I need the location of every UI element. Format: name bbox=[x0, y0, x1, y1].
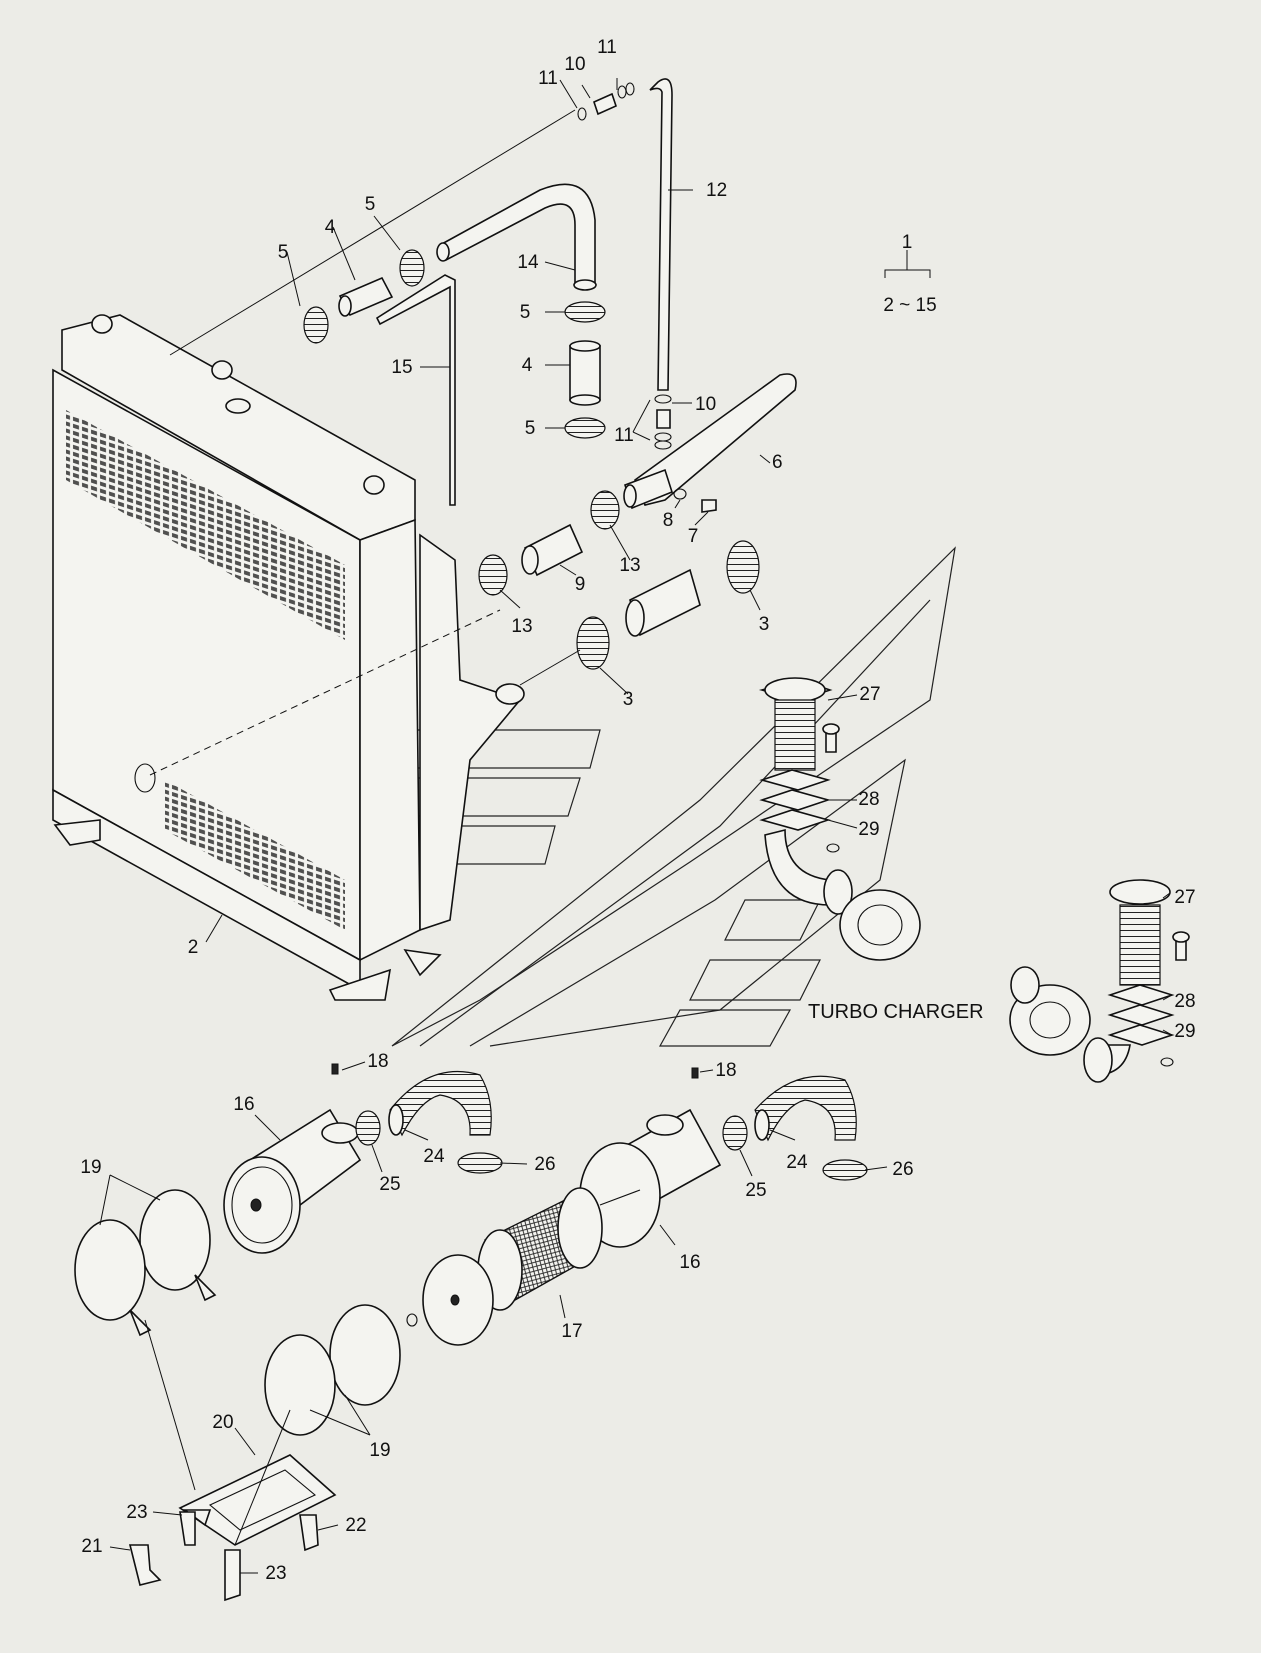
callout-18-a: 18 bbox=[367, 1051, 388, 1072]
callout-6: 6 bbox=[772, 452, 783, 473]
callout-23-a: 23 bbox=[126, 1502, 147, 1523]
callout-7: 7 bbox=[688, 526, 699, 547]
callout-5-d: 5 bbox=[525, 418, 536, 439]
assembly-range: 2 ~ 15 bbox=[883, 295, 936, 316]
callout-26-b: 26 bbox=[892, 1159, 913, 1180]
radiator-assembly bbox=[52, 314, 525, 1001]
callout-29-a: 29 bbox=[858, 819, 879, 840]
callout-16-b: 16 bbox=[679, 1252, 700, 1273]
callout-29-b: 29 bbox=[1174, 1021, 1195, 1042]
callout-10-top: 10 bbox=[564, 54, 585, 75]
callout-15: 15 bbox=[391, 357, 412, 378]
callout-8: 8 bbox=[663, 510, 674, 531]
callout-10-mid: 10 bbox=[695, 394, 716, 415]
callout-19-a: 19 bbox=[80, 1157, 101, 1178]
callout-14: 14 bbox=[517, 252, 539, 273]
callout-3-b: 3 bbox=[623, 689, 634, 710]
callout-20: 20 bbox=[212, 1412, 233, 1433]
callout-3-a: 3 bbox=[759, 614, 770, 635]
callout-11-mid: 11 bbox=[614, 425, 634, 446]
lower-hose-group bbox=[478, 373, 797, 686]
callout-23-b: 23 bbox=[265, 1563, 286, 1584]
callout-21: 21 bbox=[81, 1536, 102, 1557]
upper-hose-group bbox=[169, 109, 606, 439]
callout-19-b: 19 bbox=[369, 1440, 390, 1461]
callout-11-top: 11 bbox=[597, 37, 617, 58]
air-cleaner-left bbox=[74, 1063, 503, 1337]
callout-5-b: 5 bbox=[278, 242, 289, 263]
callout-13-a: 13 bbox=[619, 555, 640, 576]
callout-27-b: 27 bbox=[1174, 887, 1195, 908]
mounting-bracket bbox=[128, 1319, 337, 1602]
callout-5-c: 5 bbox=[520, 302, 531, 323]
watermark-logo bbox=[359, 546, 956, 1047]
callout-16-a: 16 bbox=[233, 1094, 254, 1115]
callout-labels: 11 10 11 12 5 4 5 14 5 4 5 15 10 11 6 8 … bbox=[80, 37, 1195, 1584]
callout-17: 17 bbox=[561, 1321, 582, 1342]
callout-12: 12 bbox=[706, 180, 727, 201]
exhaust-flex-upper bbox=[758, 677, 921, 961]
callout-4-a: 4 bbox=[325, 217, 336, 238]
callout-25-a: 25 bbox=[379, 1174, 400, 1195]
callout-28-b: 28 bbox=[1174, 991, 1195, 1012]
assembly-number: 1 bbox=[902, 232, 913, 253]
callout-25-b: 25 bbox=[745, 1180, 766, 1201]
callout-5-a: 5 bbox=[365, 194, 376, 215]
callout-24-b: 24 bbox=[786, 1152, 808, 1173]
turbo-charger-title: TURBO CHARGER bbox=[808, 1001, 984, 1023]
callout-26-a: 26 bbox=[534, 1154, 555, 1175]
exhaust-flex-right bbox=[1009, 879, 1190, 1083]
callout-13-b: 13 bbox=[511, 616, 532, 637]
breather-pipes bbox=[375, 78, 673, 506]
air-cleaner-right bbox=[264, 1067, 868, 1436]
callout-9: 9 bbox=[575, 574, 586, 595]
callout-4-b: 4 bbox=[522, 355, 533, 376]
callout-18-b: 18 bbox=[715, 1060, 736, 1081]
callout-2: 2 bbox=[188, 937, 199, 958]
callout-22: 22 bbox=[345, 1515, 366, 1536]
callout-28-a: 28 bbox=[858, 789, 879, 810]
callout-24-a: 24 bbox=[423, 1146, 445, 1167]
callout-27-a: 27 bbox=[859, 684, 880, 705]
callout-11-left: 11 bbox=[538, 68, 558, 89]
